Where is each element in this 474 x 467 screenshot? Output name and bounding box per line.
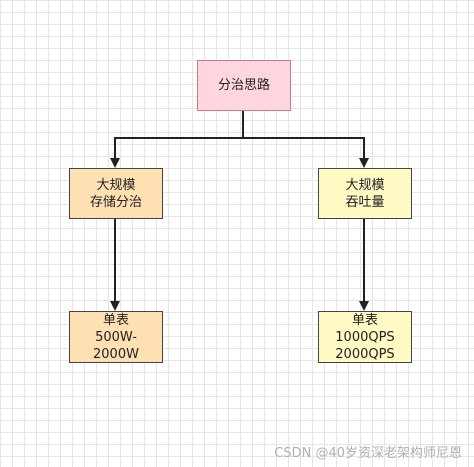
node-left-mid-line-2: 存储分治 xyxy=(89,194,142,210)
node-right-leaf-line-1: 单表 xyxy=(351,312,378,328)
node-right-mid: 大规模 吞吐量 xyxy=(318,168,412,219)
node-right-mid-line-1: 大规模 xyxy=(345,177,385,193)
node-root-line-1: 分治思路 xyxy=(217,78,270,93)
node-left-leaf-line-3: 2000W xyxy=(93,346,139,362)
connector-root-to-left-mid xyxy=(110,137,243,168)
node-root: 分治思路 xyxy=(197,60,291,111)
node-right-leaf-line-3: 2000QPS xyxy=(335,346,395,362)
node-left-mid-line-1: 大规模 xyxy=(96,177,136,193)
watermark-text: CSDN @40岁资深老架构师尼恩 xyxy=(274,446,462,461)
node-left-mid: 大规模 存储分治 xyxy=(69,168,163,219)
node-right-mid-line-2: 吞吐量 xyxy=(345,194,385,210)
node-left-leaf-line-1: 单表 xyxy=(102,312,129,328)
connector-root-to-right-mid xyxy=(243,137,369,168)
node-right-leaf: 单表 1000QPS 2000QPS xyxy=(318,311,412,363)
node-left-leaf: 单表 500W- 2000W xyxy=(69,311,163,363)
node-right-leaf-line-2: 1000QPS xyxy=(335,329,395,345)
node-left-leaf-line-2: 500W- xyxy=(95,329,137,345)
